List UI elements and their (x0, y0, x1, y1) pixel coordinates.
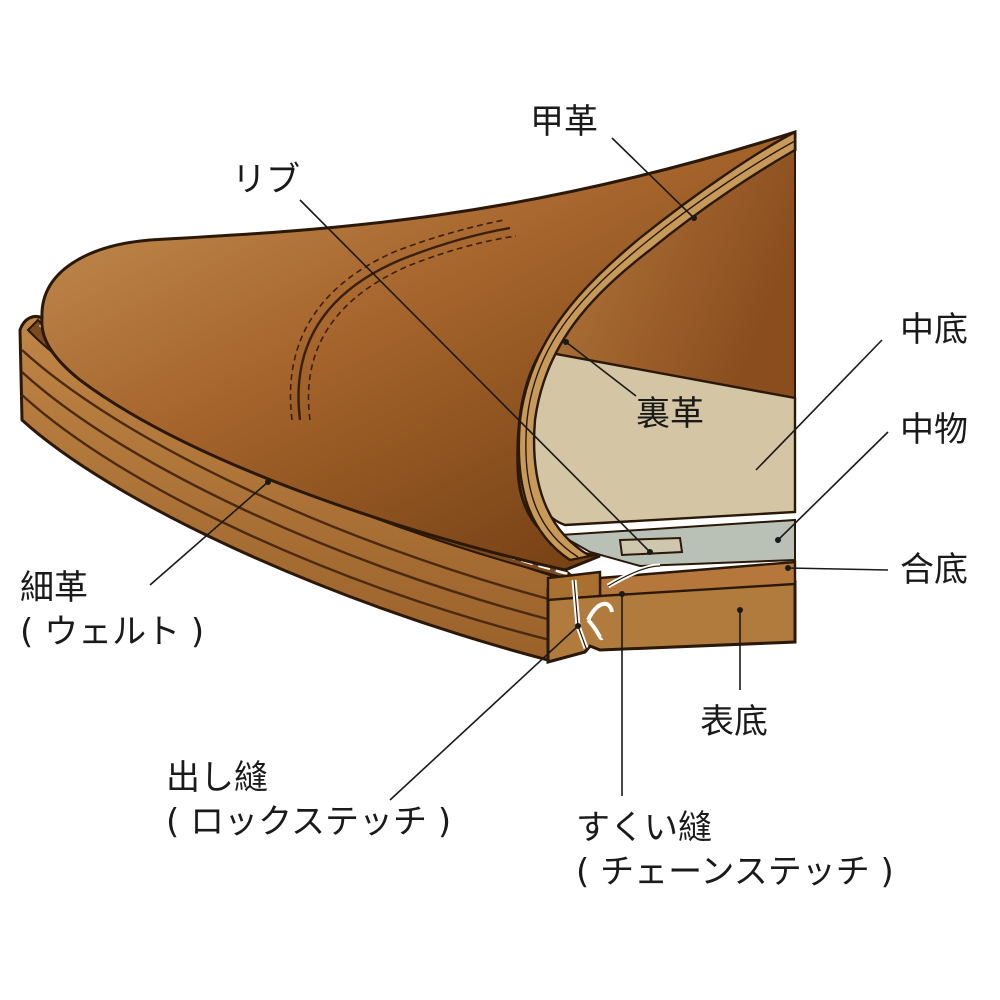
label-outsole: 表底 (700, 700, 768, 744)
label-welt-line2: ( ウェルト ) (20, 612, 205, 653)
label-upper: 甲革 (530, 100, 598, 144)
label-rib-text: リブ (232, 160, 300, 200)
label-chainstitch: すくい縫 ( チェーンステッチ ) (576, 806, 894, 894)
label-midsole: 合底 (900, 548, 968, 592)
outsole-section (546, 580, 797, 664)
insole-rib (618, 536, 684, 557)
label-lockstitch-line2: ( ロックステッチ ) (166, 802, 452, 843)
label-insole: 中底 (900, 308, 968, 352)
label-lining-text: 裏革 (636, 394, 704, 434)
label-welt-line1: 細革 (20, 568, 88, 608)
label-insole-text: 中底 (900, 310, 968, 350)
label-lockstitch: 出し縫 ( ロックステッチ ) (166, 756, 451, 844)
leader-lines (149, 137, 889, 801)
label-filler-text: 中物 (900, 410, 968, 450)
label-chainstitch-line2: ( チェーンステッチ ) (576, 852, 894, 893)
label-chainstitch-line1: すくい縫 (576, 808, 712, 848)
label-rib: リブ (232, 158, 300, 202)
label-lining: 裏革 (636, 392, 704, 436)
label-upper-text: 甲革 (530, 102, 598, 142)
label-lockstitch-line1: 出し縫 (166, 758, 268, 798)
label-midsole-text: 合底 (900, 550, 968, 590)
label-filler: 中物 (900, 408, 968, 452)
label-outsole-text: 表底 (700, 702, 768, 742)
label-welt: 細革 ( ウェルト ) (20, 566, 204, 654)
upper-seam (297, 226, 511, 421)
